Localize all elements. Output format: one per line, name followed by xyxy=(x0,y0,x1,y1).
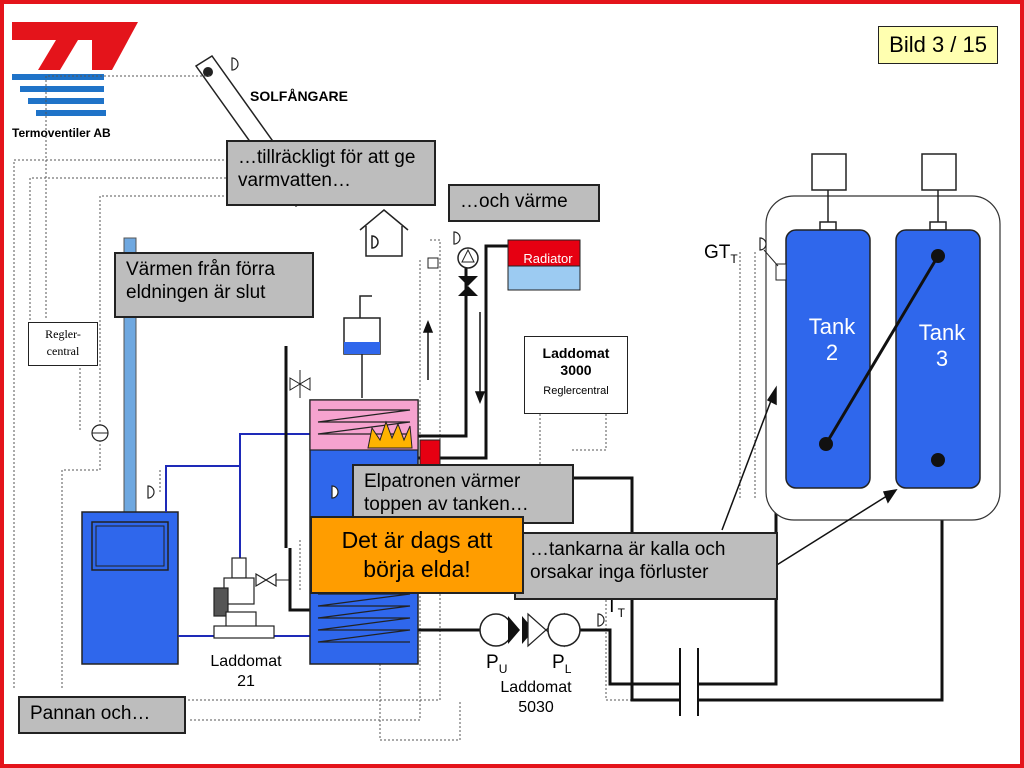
expansion-vessel-icon xyxy=(343,295,381,398)
radiator-icon xyxy=(507,239,581,291)
house-icon xyxy=(359,209,409,257)
pump-u-main: P xyxy=(486,652,499,673)
pump-u-label: PU xyxy=(486,652,507,676)
heating-system-diagram xyxy=(12,22,1001,741)
flame-icon xyxy=(367,420,413,449)
laddomat21-label: Laddomat 21 xyxy=(198,652,294,692)
gt-main: GT xyxy=(704,242,731,263)
mixing-valve-icon xyxy=(458,276,478,286)
laddomat5030-pumps xyxy=(479,612,581,648)
thermometer-icon xyxy=(231,57,239,71)
tank-3 xyxy=(895,229,981,489)
control-unit-line2: central xyxy=(46,344,80,358)
laddomat5030-line1: Laddomat xyxy=(500,679,572,696)
tank2-line1: Tank xyxy=(808,314,856,339)
laddomat21-line1: Laddomat xyxy=(210,653,282,670)
slide-counter: Bild 3 / 15 xyxy=(878,26,998,64)
callout-tanks-cold: …tankarna är kalla och orsakar inga förl… xyxy=(514,532,778,600)
callout-element: Elpatronen värmer toppen av tanken… xyxy=(352,464,574,524)
control-unit-box: Regler- central xyxy=(28,322,98,366)
control-unit-line1: Regler- xyxy=(45,327,81,341)
callout-previous-fire: Värmen från förra eldningen är slut xyxy=(114,252,314,318)
tank2-label: Tank 2 xyxy=(790,314,874,366)
termoventiler-logo-icon xyxy=(12,22,138,116)
pump-l-main: P xyxy=(552,652,565,673)
pump-u-sub: U xyxy=(498,661,508,676)
laddomat5030-line2: 5030 xyxy=(518,699,554,716)
t-sub: T xyxy=(617,605,625,620)
tank-2 xyxy=(785,229,871,489)
pump-l-sub: L xyxy=(564,661,572,676)
boiler-icon xyxy=(81,511,179,665)
laddomat3000-model: 3000 xyxy=(560,362,592,378)
callout-hot-water: …tillräckligt för att ge varmvatten… xyxy=(226,140,436,206)
company-name: Termoventiler AB xyxy=(12,126,111,140)
tank3-line1: Tank xyxy=(918,320,966,345)
laddomat5030-label: Laddomat 5030 xyxy=(488,678,584,718)
t-main: T xyxy=(606,596,618,617)
gt-sub: T xyxy=(730,251,738,266)
laddomat21-unit xyxy=(213,557,277,639)
pump-l-label: PL xyxy=(552,652,571,676)
callout-start-fire: Det är dags att börja elda! xyxy=(310,516,524,594)
radiator-pump-icon xyxy=(457,247,479,269)
callout-heat: …och värme xyxy=(448,184,600,222)
callout-boiler: Pannan och… xyxy=(18,696,186,734)
laddomat3000-sub: Reglercentral xyxy=(543,385,609,397)
laddomat3000-title: Laddomat xyxy=(542,345,610,361)
tank3-line2: 3 xyxy=(935,346,949,371)
solar-collector-label: SOLFÅNGARE xyxy=(250,88,348,104)
gt-sensor-label: GTT xyxy=(704,242,738,266)
laddomat3000-box: Laddomat 3000 Reglercentral xyxy=(524,336,628,414)
t-sensor-label: TT xyxy=(606,596,625,620)
radiator-label: Radiator xyxy=(523,251,573,266)
laddomat21-line2: 21 xyxy=(237,673,255,690)
tank2-line2: 2 xyxy=(825,340,839,365)
tank3-label: Tank 3 xyxy=(900,320,984,372)
